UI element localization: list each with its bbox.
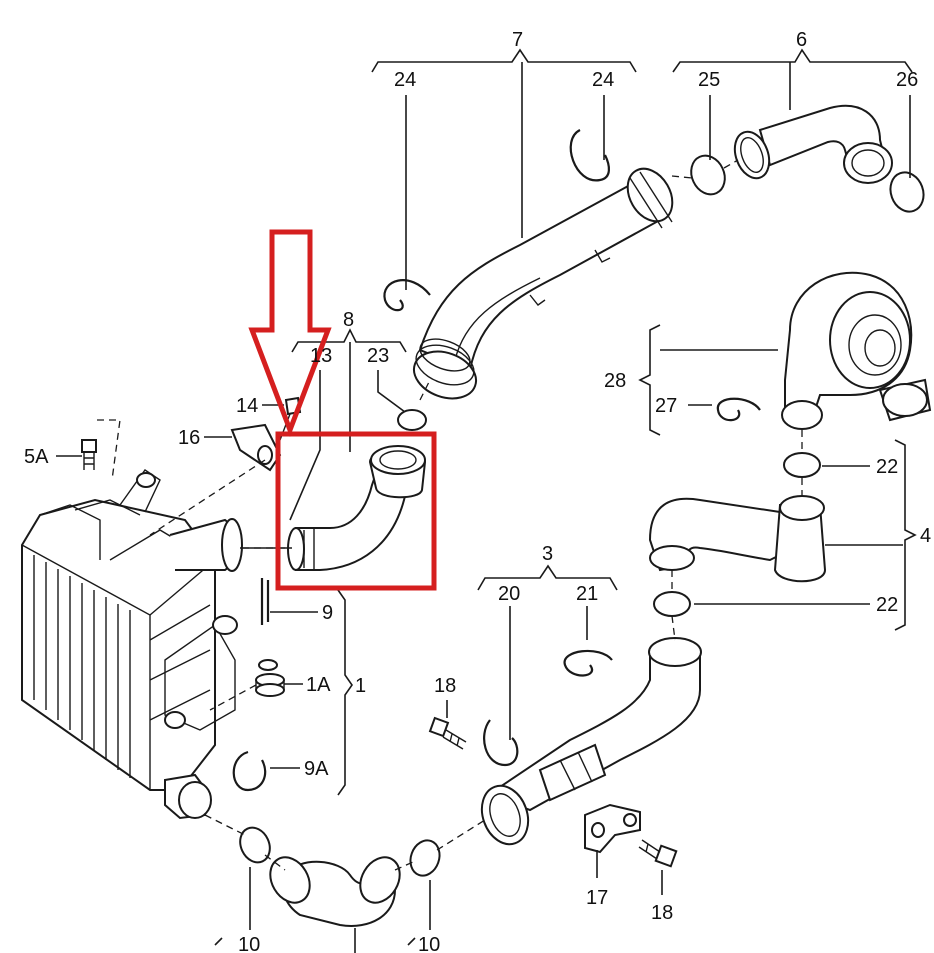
clip-9	[260, 578, 270, 625]
callout-22-upper: 22	[876, 456, 898, 478]
bolt-18-left	[428, 716, 467, 750]
callout-3: 3	[542, 543, 553, 565]
hose-bottom-elbow	[269, 856, 401, 927]
callout-10-left: 10	[238, 934, 260, 953]
clip-27	[716, 397, 761, 422]
callout-26: 26	[896, 69, 918, 91]
o-ring-10-left	[239, 826, 271, 864]
callout-9A: 9A	[304, 758, 329, 780]
hose-6	[733, 104, 893, 184]
callout-18-right: 18	[651, 902, 673, 924]
callout-1A: 1A	[306, 674, 331, 696]
callout-9: 9	[322, 602, 333, 624]
callout-6: 6	[796, 29, 807, 51]
o-ring-25	[690, 154, 726, 196]
pressure-pipe-7	[413, 167, 674, 400]
intercooler	[21, 469, 243, 820]
callout-1: 1	[355, 675, 366, 697]
hose-3	[480, 637, 702, 846]
callout-23: 23	[367, 345, 389, 367]
o-ring-10-right	[409, 839, 441, 877]
bolt-5A	[81, 439, 97, 470]
clip-24-left	[383, 279, 431, 312]
callout-5A: 5A	[24, 446, 49, 468]
o-ring-22-lower	[653, 591, 691, 617]
callout-28: 28	[604, 370, 626, 392]
bracket-16	[230, 423, 282, 472]
callout-18-left: 18	[434, 675, 456, 697]
o-ring-22-upper	[783, 452, 821, 478]
o-ring-23	[397, 409, 427, 431]
callout-13: 13	[310, 345, 332, 367]
callout-labels: 7 6 24 24 25 26 8 13 23 28 27 14 16 5A 2…	[24, 29, 931, 953]
hose-4	[648, 495, 827, 583]
highlight-box	[275, 431, 437, 591]
callout-14: 14	[236, 395, 258, 417]
grommet-1A	[255, 659, 285, 697]
clip-20	[483, 719, 519, 767]
callout-27: 27	[655, 395, 677, 417]
callout-24-right: 24	[592, 69, 614, 91]
bolt-18-right	[638, 839, 678, 868]
callout-24-left: 24	[394, 69, 416, 91]
clip-21	[563, 649, 613, 677]
callout-17: 17	[586, 887, 608, 909]
callout-21: 21	[576, 583, 598, 605]
clip-24-right	[569, 129, 610, 182]
callout-25: 25	[698, 69, 720, 91]
callout-16: 16	[178, 427, 200, 449]
callout-4: 4	[920, 525, 931, 547]
hose-13	[287, 445, 427, 571]
callout-10-right: 10	[418, 934, 440, 953]
callout-22-lower: 22	[876, 594, 898, 616]
callout-8: 8	[343, 309, 354, 331]
turbocharger-28	[781, 271, 932, 430]
highlight-arrow	[248, 229, 332, 438]
callout-7: 7	[512, 29, 523, 51]
leader-lines	[56, 48, 917, 953]
clip-9A	[232, 750, 267, 792]
callout-20: 20	[498, 583, 520, 605]
bracket-17	[584, 803, 641, 854]
o-ring-26	[889, 171, 925, 213]
